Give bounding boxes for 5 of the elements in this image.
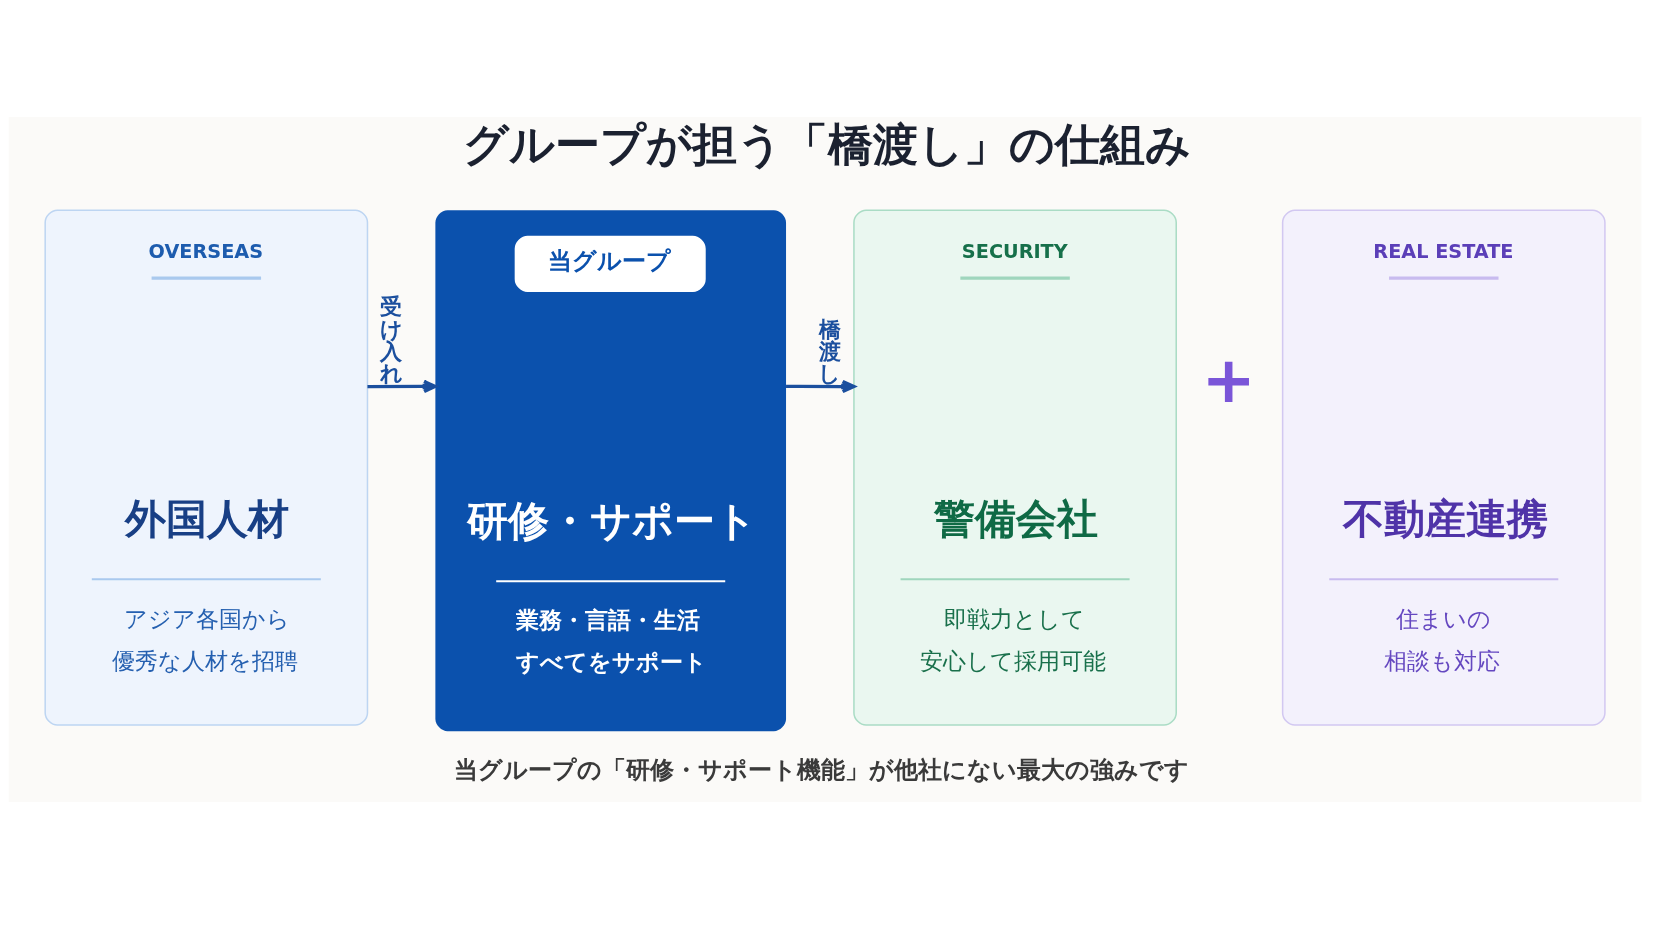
caption: 当グループの「研修・サポート機能」が他社にない最大の強みです	[454, 754, 1190, 784]
diagram-title: グループが担う「橋渡し」の仕組み	[462, 118, 1191, 171]
edge-label: 受け入れ	[379, 293, 403, 387]
edge-label: 橋渡し	[818, 315, 842, 387]
label: +	[1201, 341, 1256, 417]
